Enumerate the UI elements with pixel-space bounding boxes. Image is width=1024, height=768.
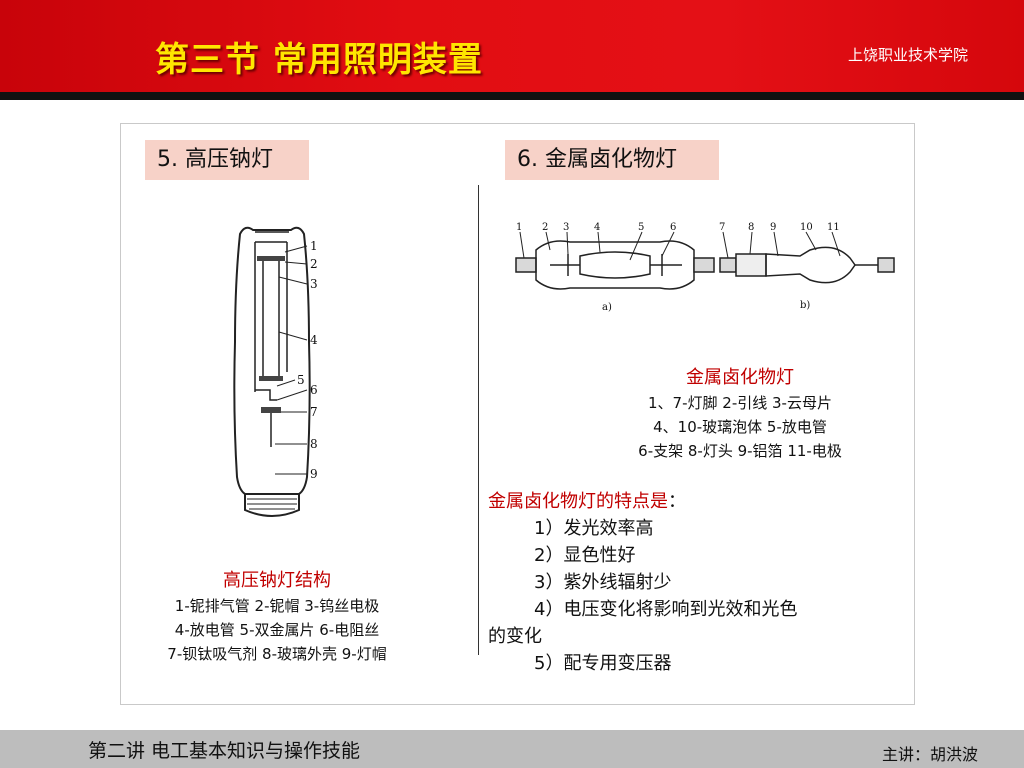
halide-label-2: 2 (542, 222, 548, 233)
lecture-title: 第二讲 电工基本知识与操作技能 (88, 740, 361, 762)
metal-halide-features: 金属卤化物灯的特点是： 1）发光效率高 2）显色性好 3）紫外线辐射少 4）电压… (488, 488, 888, 677)
feature-item: 3）紫外线辐射少 (534, 572, 672, 593)
halide-sublabel-a: a) (602, 302, 612, 313)
halide-label-4: 4 (594, 222, 600, 233)
feature-item: 2）显色性好 (534, 545, 636, 566)
features-title-colon: ： (668, 491, 686, 512)
halide-label-9: 9 (770, 222, 776, 233)
institution-name: 上饶职业技术学院 (847, 46, 968, 64)
halide-label-5: 5 (638, 222, 644, 233)
metal-halide-caption: 金属卤化物灯 1、7-灯脚 2-引线 3-云母片 4、10-玻璃泡体 5-放电管… (590, 365, 890, 463)
sodium-lamp-diagram: 1 2 3 4 5 6 7 8 9 (233, 226, 318, 517)
sodium-label-9: 9 (310, 467, 318, 481)
sodium-caption-line: 7-钡钛吸气剂 8-玻璃外壳 9-灯帽 (167, 645, 387, 663)
halide-sublabel-b: b) (800, 300, 810, 311)
halide-caption-title: 金属卤化物灯 (686, 367, 794, 388)
content-frame (120, 123, 915, 705)
sodium-lamp-caption: 高压钠灯结构 1-铌排气管 2-铌帽 3-钨丝电极 4-放电管 5-双金属片 6… (122, 568, 432, 666)
halide-label-3: 3 (563, 222, 569, 233)
column-divider (478, 185, 479, 655)
halide-label-11: 11 (827, 222, 840, 233)
halide-caption-line: 4、10-玻璃泡体 5-放电管 (653, 418, 827, 436)
sodium-label-6: 6 (310, 383, 318, 397)
feature-item: 4）电压变化将影响到光效和光色 (534, 599, 798, 620)
sodium-caption-title: 高压钠灯结构 (223, 570, 331, 591)
halide-label-8: 8 (748, 222, 754, 233)
halide-caption-line: 1、7-灯脚 2-引线 3-云母片 (648, 394, 832, 412)
presenter-name: 主讲：胡洪波 (881, 745, 978, 764)
sodium-label-5: 5 (297, 373, 305, 387)
section-tag-metal-halide-lamp: 6. 金属卤化物灯 (505, 140, 719, 180)
sodium-label-1: 1 (310, 239, 318, 253)
sodium-label-2: 2 (310, 257, 318, 271)
feature-item: 5）配专用变压器 (534, 653, 672, 674)
feature-item: 1）发光效率高 (534, 518, 654, 539)
feature-item-continuation: 的变化 (488, 626, 542, 647)
halide-label-1: 1 (516, 222, 522, 233)
sodium-label-7: 7 (310, 405, 318, 419)
halide-label-6: 6 (670, 222, 676, 233)
halide-label-10: 10 (800, 222, 813, 233)
halide-label-7: 7 (719, 222, 725, 233)
slide-header: 第三节 常用照明装置 上饶职业技术学院 (0, 0, 1024, 100)
halide-caption-line: 6-支架 8-灯头 9-铝箔 11-电极 (638, 442, 842, 460)
sodium-caption-line: 1-铌排气管 2-铌帽 3-钨丝电极 (174, 597, 380, 615)
section-tag-sodium-lamp: 5. 高压钠灯 (145, 140, 309, 180)
sodium-label-8: 8 (310, 437, 318, 451)
slide-title: 第三节 常用照明装置 (155, 40, 483, 80)
sodium-label-3: 3 (310, 277, 318, 291)
features-title-text: 金属卤化物灯的特点是 (488, 491, 668, 512)
sodium-caption-line: 4-放电管 5-双金属片 6-电阻丝 (174, 621, 380, 639)
header-divider (0, 92, 1024, 100)
features-title: 金属卤化物灯的特点是： (488, 488, 888, 515)
metal-halide-lamp-diagram: 1 2 3 4 5 6 7 8 9 10 11 a) b) (515, 222, 895, 313)
slide-footer: 第二讲 电工基本知识与操作技能 主讲：胡洪波 (0, 730, 1024, 768)
sodium-label-4: 4 (310, 333, 318, 347)
